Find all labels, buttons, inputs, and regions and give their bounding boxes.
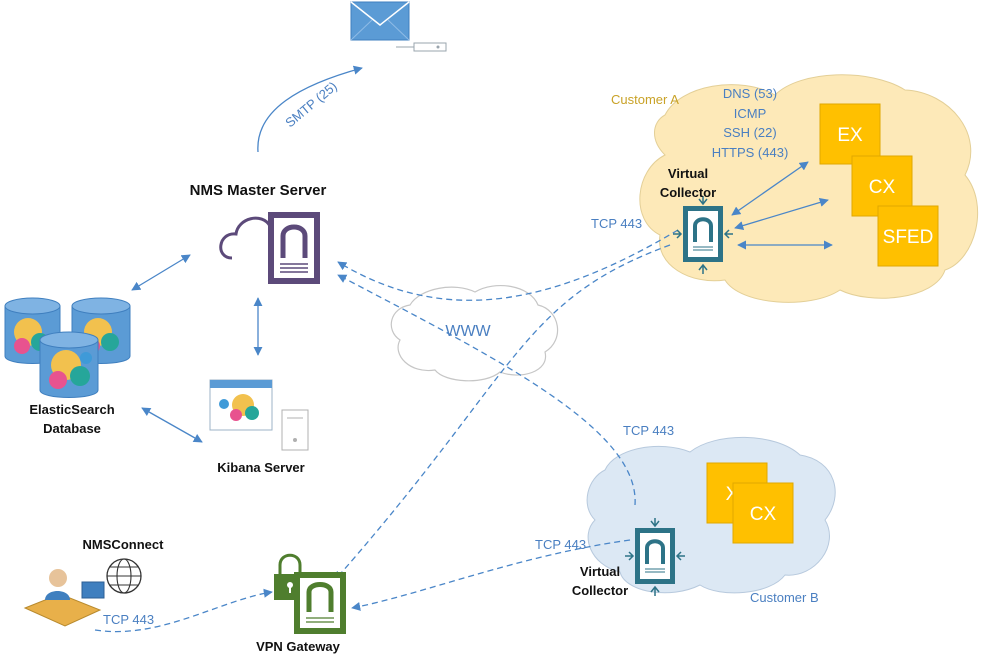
- kibana-icon: [209, 379, 309, 451]
- envelope-icon: [350, 1, 447, 52]
- link-vc-a-cx: [734, 198, 829, 230]
- vc-b-label-1: Virtual: [580, 564, 620, 579]
- link-smtp: [257, 65, 363, 153]
- nmsconnect-label: NMSConnect: [83, 537, 165, 552]
- link-elastic-kibana: [141, 407, 203, 443]
- device-ex-label: EX: [837, 125, 863, 146]
- device-sfed-label: SFED: [883, 227, 934, 248]
- link-vc-b-to-master: [337, 274, 636, 506]
- link-vc-a-to-master: [337, 229, 679, 301]
- tcp-b-top-label: TCP 443: [623, 423, 674, 438]
- ssh-label: SSH (22): [723, 125, 776, 140]
- lock-icon: [274, 553, 346, 634]
- vc-a-label-1: Virtual: [668, 166, 708, 181]
- customer-b-label: Customer B: [750, 590, 819, 605]
- device-b-cx-label: CX: [750, 504, 777, 525]
- device-b-cx: CX: [732, 482, 794, 544]
- cloud-server-icon: [219, 212, 320, 284]
- globe-icon: [106, 558, 142, 594]
- link-vc-a-to-vpn: [334, 244, 671, 581]
- collector-icon: [625, 518, 685, 596]
- collector-icon: [673, 196, 733, 274]
- elastic-label-1: ElasticSearch: [29, 402, 114, 417]
- tcp-a-label: TCP 443: [591, 216, 642, 231]
- nms-master-label: NMS Master Server: [190, 182, 327, 199]
- link-nmsconnect-to-vpn: [94, 588, 273, 633]
- link-vc-b-to-vpn: [351, 539, 631, 611]
- vc-a-label-2: Collector: [660, 185, 716, 200]
- tcp-b-left-label: TCP 443: [535, 537, 586, 552]
- vpn-label: VPN Gateway: [256, 639, 341, 654]
- dns-label: DNS (53): [723, 86, 777, 101]
- elastic-label-2: Database: [43, 421, 101, 436]
- kibana-label: Kibana Server: [217, 460, 304, 475]
- vc-b-label-2: Collector: [572, 583, 628, 598]
- https-label: HTTPS (443): [712, 145, 789, 160]
- link-master-elastic: [131, 254, 191, 291]
- icmp-label: ICMP: [734, 106, 767, 121]
- operator-icon: [23, 569, 105, 627]
- customer-a-label: Customer A: [611, 92, 679, 107]
- tcp-nmsconnect-label: TCP 443: [103, 612, 154, 627]
- device-cx-label: CX: [869, 177, 896, 198]
- device-sfed: SFED: [877, 205, 939, 267]
- www-label: WWW: [445, 323, 491, 340]
- database-icon: [4, 297, 131, 398]
- www-cloud: [390, 284, 559, 382]
- device-ex: EX: [819, 103, 881, 165]
